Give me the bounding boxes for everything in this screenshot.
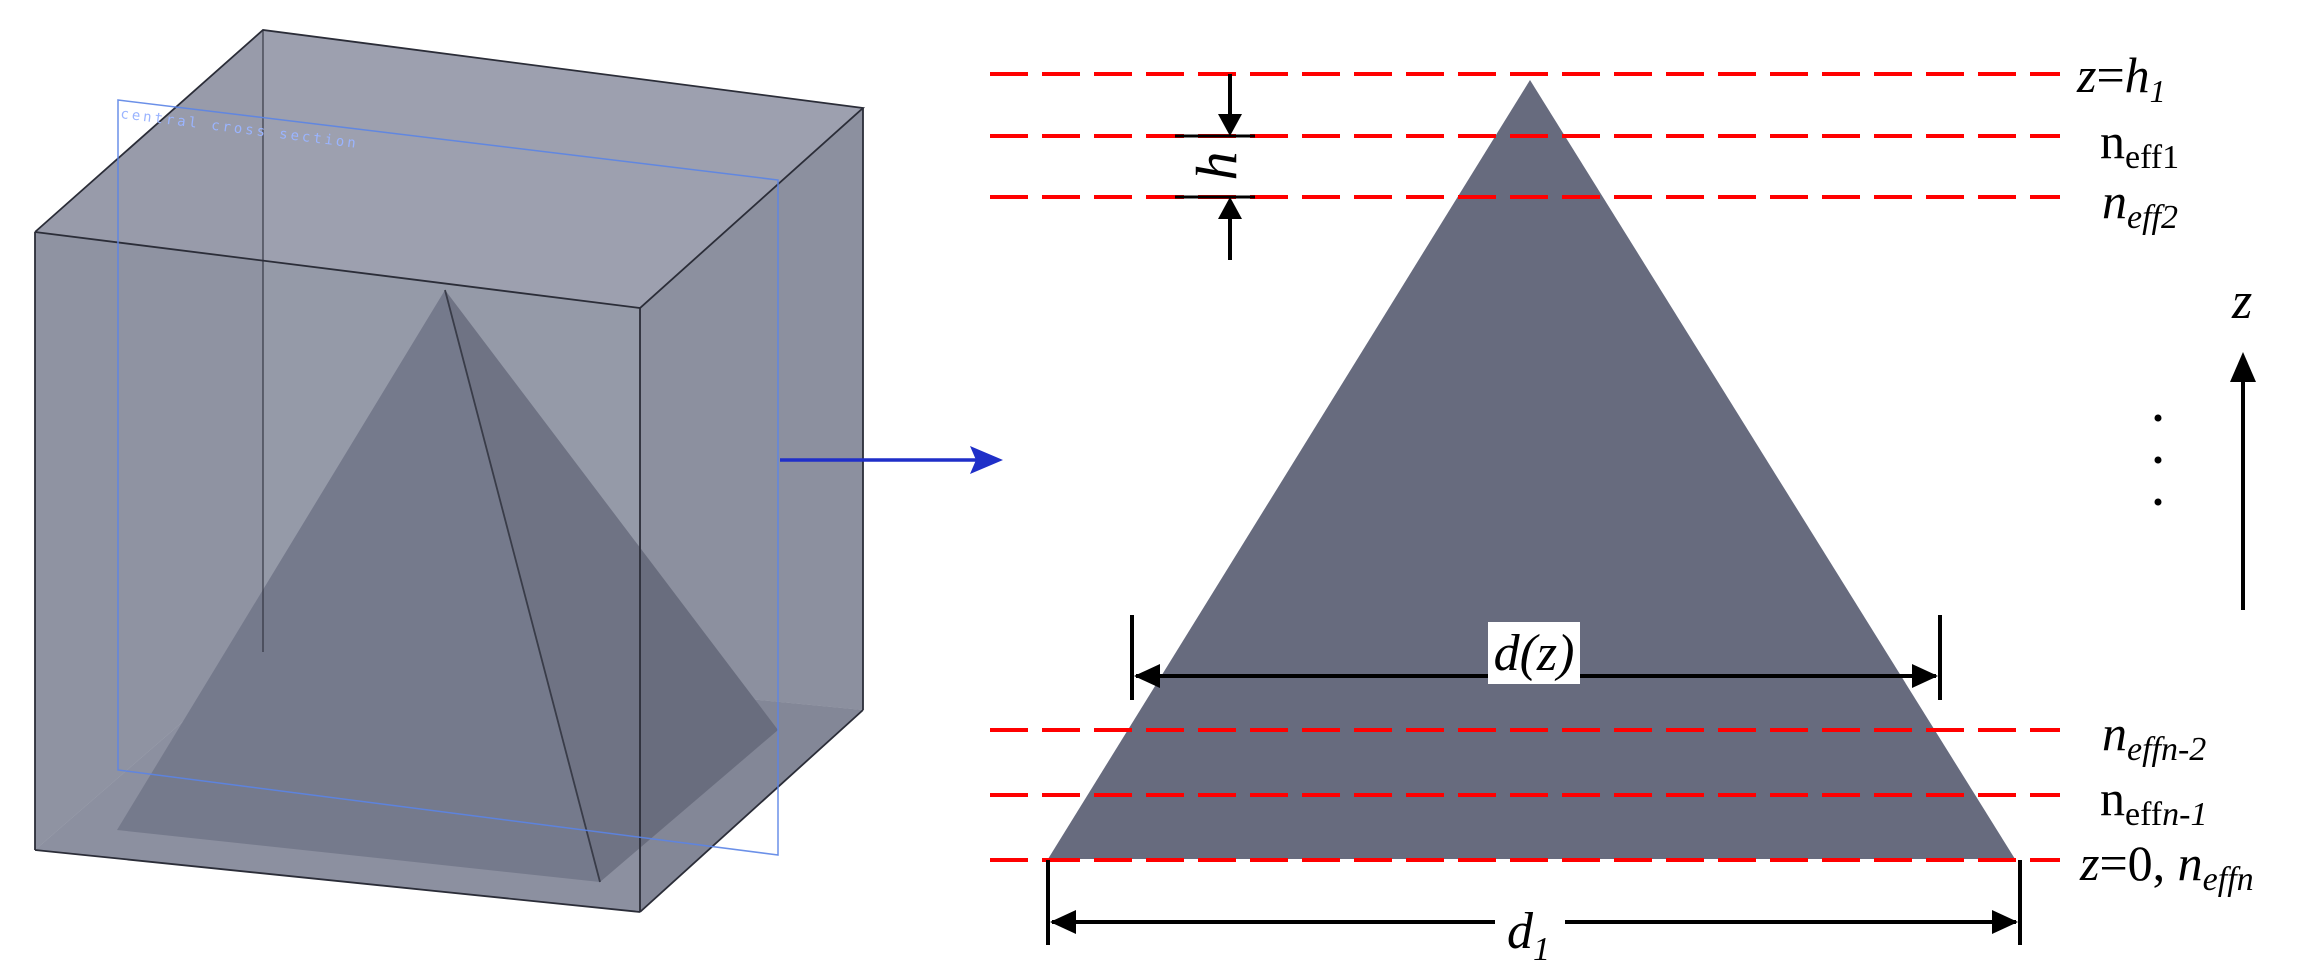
box-top-face [35,30,863,308]
label-neffn-2: neffn-2 [2102,705,2206,768]
pyramid-left-face [117,290,600,882]
layer-lines [990,72,2060,862]
box-right-face [640,108,863,912]
z-axis: z [2230,273,2256,610]
dz-label-bg [1488,622,1580,684]
d1-dimension: d1 [1046,860,2022,968]
box-3d-view: central cross section [34,29,866,913]
transition-arrow [780,446,1003,474]
dz-dimension: d(z) [1130,615,1942,700]
h-dimension: h [1175,74,1255,260]
box-front-face [35,232,640,912]
ellipsis-dots [2154,414,2162,506]
h-label: h [1184,152,1249,181]
label-z-h1: z=h1 [2076,47,2166,109]
d1-label: d1 [1507,903,1550,968]
label-neffn-1: neffn-1 [2100,770,2207,833]
label-z0-neffn: z=0, neffn [2079,835,2254,898]
box-edges [34,29,866,913]
d1-label-bg [1495,900,1565,960]
dz-label: d(z) [1494,625,1575,682]
z-axis-label: z [2231,273,2252,330]
cross-section-triangle [1048,80,2015,859]
cross-section-plane [117,99,779,856]
label-neff1: neff1 [2100,113,2179,176]
label-neff2: neff2 [2102,173,2178,236]
